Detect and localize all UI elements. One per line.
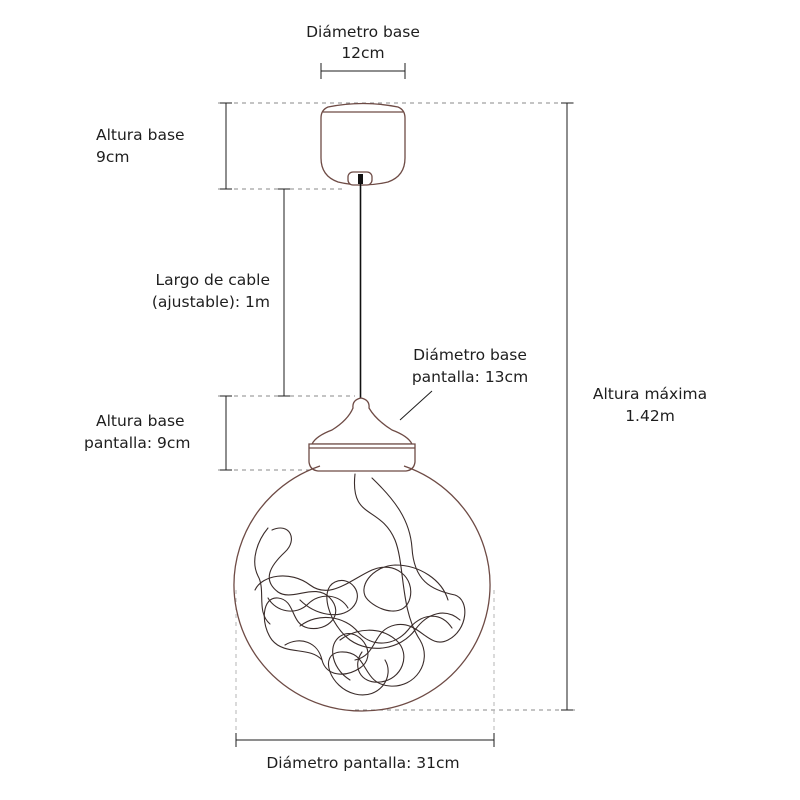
- glass-globe: [233, 465, 491, 712]
- ceiling-base: [320, 102, 406, 186]
- label-base-diameter-title: Diámetro base: [306, 23, 420, 41]
- shade-base: [308, 397, 416, 472]
- label-base-diameter-value: 12cm: [341, 44, 384, 62]
- label-base-diameter: Diámetro base 12cm: [306, 23, 420, 62]
- label-shade-base-diameter-line1: Diámetro base: [413, 346, 527, 364]
- dimension-shade-diameter: [235, 733, 495, 747]
- label-max-height-title: Altura máxima: [593, 385, 707, 403]
- label-max-height: Altura máxima 1.42m: [593, 385, 707, 425]
- label-shade-base-diameter-line2: pantalla: 13cm: [412, 368, 528, 386]
- label-base-height: Altura base 9cm: [96, 126, 185, 166]
- label-cable-length-line2: (ajustable): 1m: [152, 293, 270, 311]
- label-base-height-value: 9cm: [96, 148, 129, 166]
- label-shade-base-height-line1: Altura base: [96, 412, 185, 430]
- label-shade-base-height: Altura base pantalla: 9cm: [84, 412, 190, 452]
- label-base-height-title: Altura base: [96, 126, 185, 144]
- label-cable-length: Largo de cable (ajustable): 1m: [152, 271, 270, 311]
- tangled-filament: [254, 473, 466, 696]
- dimension-base-height: [220, 102, 232, 190]
- label-shade-diameter: Diámetro pantalla: 31cm: [266, 754, 459, 772]
- label-shade-base-height-line2: pantalla: 9cm: [84, 434, 190, 452]
- dimension-base-diameter: [320, 63, 406, 79]
- leader-shade-base-diameter: [399, 390, 433, 421]
- label-max-height-value: 1.42m: [625, 407, 675, 425]
- dimension-shade-base-height: [220, 395, 232, 471]
- dimension-cable-length: [278, 188, 290, 397]
- dimension-max-height: [561, 102, 573, 711]
- label-cable-length-line1: Largo de cable: [156, 271, 271, 289]
- label-shade-base-diameter: Diámetro base pantalla: 13cm: [412, 346, 528, 386]
